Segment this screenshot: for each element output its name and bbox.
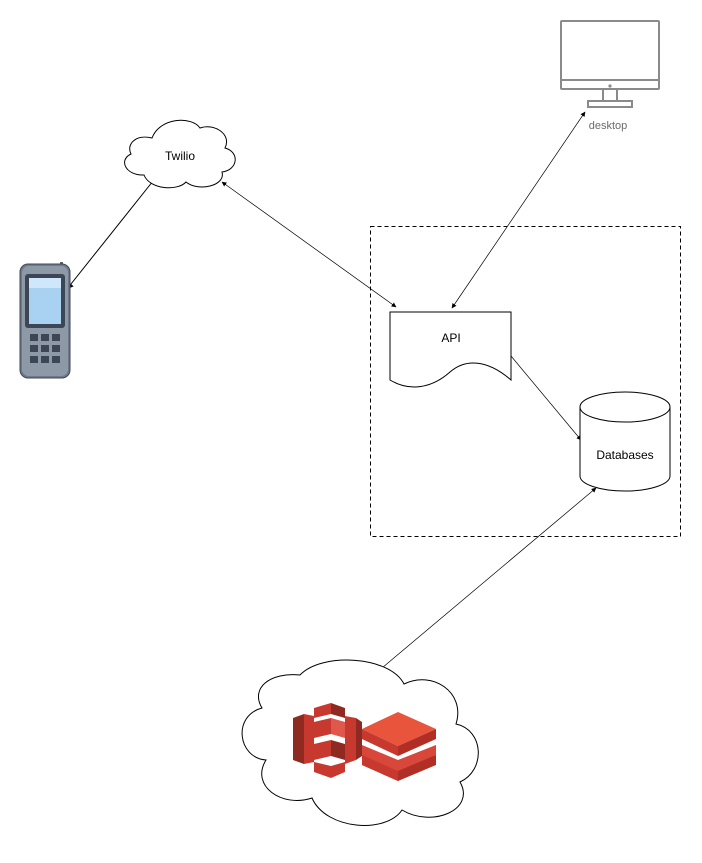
twilio-cloud[interactable]: Twilio — [124, 119, 236, 189]
databases-cylinder-top — [579, 391, 671, 423]
api-label: API — [441, 331, 460, 345]
edge-databases-storage[interactable] — [375, 487, 597, 674]
databases-label: Databases — [596, 448, 653, 462]
twilio-label: Twilio — [165, 149, 195, 163]
api-document-shape — [389, 311, 512, 388]
databases-node[interactable]: Databases — [579, 391, 671, 492]
storage-cloud[interactable] — [241, 659, 479, 826]
desktop-monitor-icon — [560, 20, 660, 108]
edge-twilio-api[interactable] — [221, 181, 397, 308]
aws-s3-icon — [293, 703, 362, 778]
api-node[interactable]: API — [389, 311, 512, 388]
stacked-layers-icon — [362, 712, 436, 781]
mobile-phone-icon — [19, 262, 71, 379]
databases-cylinder-body — [579, 407, 671, 492]
edge-api-databases[interactable] — [510, 355, 582, 441]
desktop-label: desktop — [589, 120, 628, 132]
twilio-cloud-shape — [124, 119, 236, 189]
edge-desktop-api[interactable] — [451, 111, 586, 309]
edge-phone-twilio[interactable] — [66, 175, 158, 290]
connectors — [66, 111, 597, 674]
